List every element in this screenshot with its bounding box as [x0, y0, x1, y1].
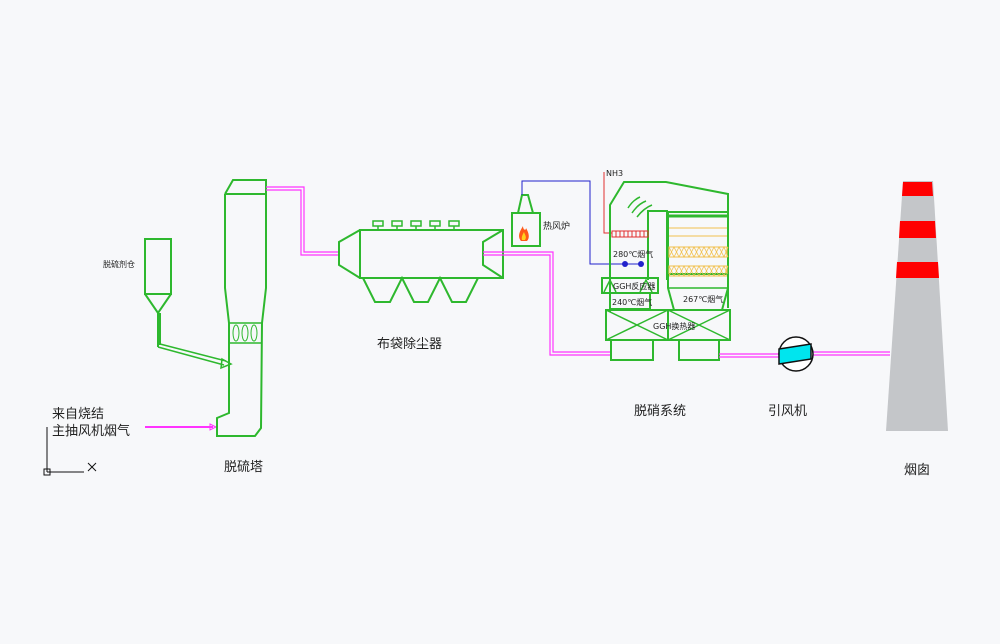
pulse-valves [372, 220, 460, 230]
hot-air-furnace [511, 194, 541, 247]
desulf-agent-silo-label: 脱硫剂仓 [103, 259, 135, 269]
induced-fan-label: 引风机 [768, 404, 807, 419]
desulf-tower [216, 179, 267, 437]
bag-filter-label: 布袋除尘器 [377, 337, 442, 352]
chimney [886, 181, 948, 431]
flue-pipe-tower-to-filter [266, 186, 339, 256]
nh3-label: NH3 [606, 169, 623, 178]
reactor-label: GGH反应器 [613, 281, 655, 291]
heat-exchanger-label: GGH换热器 [653, 321, 695, 331]
ucs-axis-icon [43, 427, 97, 476]
ggh-heat-exchanger [605, 309, 731, 341]
spray-nozzles [232, 324, 258, 342]
chimney-label: 烟囱 [904, 463, 930, 478]
desulf-agent-silo [144, 238, 172, 347]
denitration-system-label: 脱硝系统 [634, 404, 686, 419]
feed-line [157, 343, 233, 370]
catalyst-layer-1 [668, 246, 729, 258]
hot-air-line [521, 180, 644, 267]
bag-filter [338, 220, 504, 303]
desulf-tower-label: 脱硫塔 [224, 460, 263, 475]
fan-icon [778, 343, 812, 365]
ammonia-injection-grid [611, 230, 649, 238]
temp-240-label: 240℃烟气 [612, 297, 652, 307]
flue-pipe-filter-to-scr [483, 251, 611, 356]
temp-280-label: 280℃烟气 [613, 249, 653, 259]
scr-system [601, 181, 731, 361]
inlet-label-line1: 来自烧结 [52, 407, 104, 422]
temp-267-label: 267℃烟气 [683, 294, 723, 304]
induced-fan[interactable] [778, 336, 814, 372]
catalyst-layer-2 [668, 265, 729, 277]
flame-icon [519, 226, 529, 241]
flue-pipe-scr-to-chimney [719, 351, 890, 358]
inlet-label-line2: 主抽风机烟气 [52, 423, 130, 439]
inlet-flue-pipe [145, 423, 218, 431]
hot-air-furnace-label: 热风炉 [543, 220, 570, 232]
